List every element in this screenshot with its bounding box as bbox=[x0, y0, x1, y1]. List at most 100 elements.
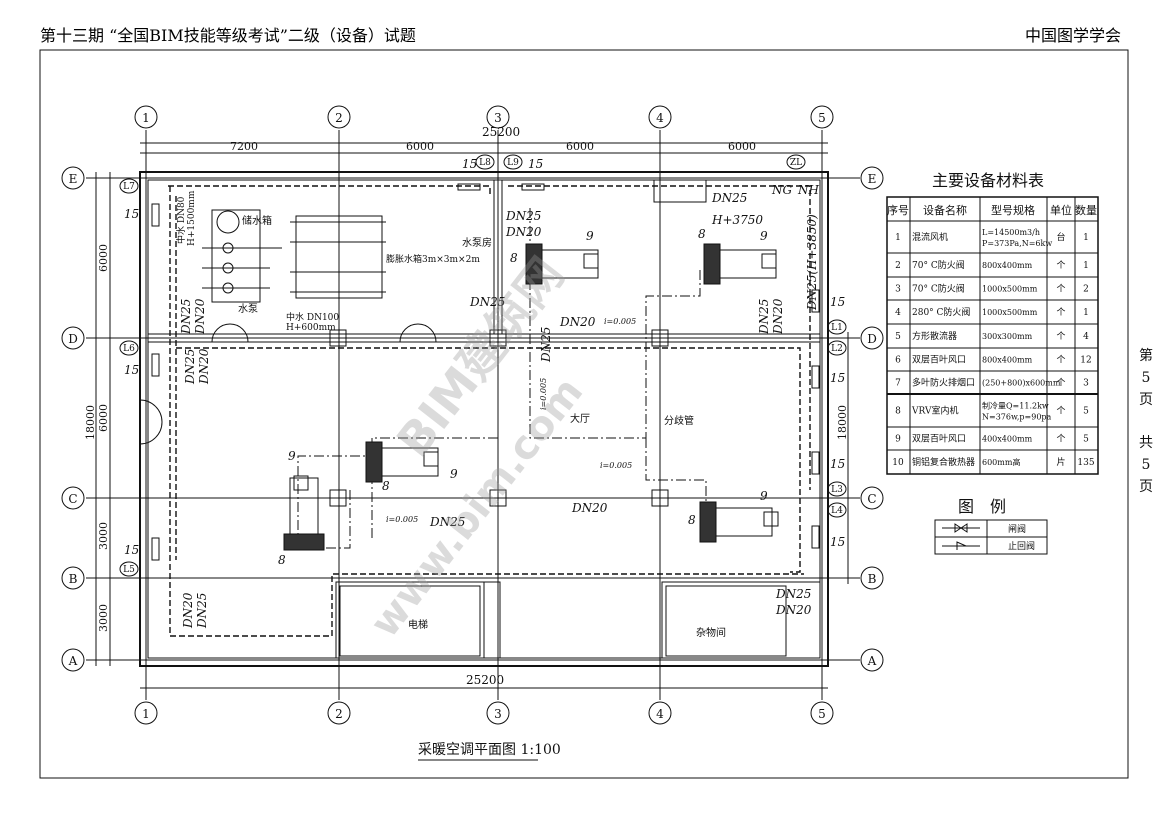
axis-label: 5 bbox=[818, 111, 826, 125]
riser-tag: L8 bbox=[479, 158, 491, 168]
page-char: 页 bbox=[1139, 479, 1153, 495]
page-char: 第 bbox=[1139, 348, 1153, 364]
table-cell: 6 bbox=[895, 356, 901, 366]
note: 中水 DN100 bbox=[286, 311, 339, 323]
riser-tag: L1 bbox=[831, 323, 843, 333]
table-cell: 4 bbox=[895, 308, 901, 318]
riser-tag: L3 bbox=[831, 485, 843, 495]
axis-bubbles bbox=[61, 105, 884, 725]
unit-tag: 8 bbox=[688, 513, 696, 527]
slope-label: i=0.005 bbox=[600, 461, 632, 470]
pump-room-equipment bbox=[202, 209, 386, 303]
table-cell: 600mm高 bbox=[982, 457, 1020, 467]
unit-tag: 9 bbox=[288, 449, 296, 463]
table-cell: 铜铝复合散热器 bbox=[912, 456, 975, 468]
walls bbox=[139, 171, 829, 667]
axis-label: 2 bbox=[335, 111, 343, 125]
axis-label: A bbox=[867, 654, 877, 668]
table-cell: L=14500m3/h bbox=[982, 228, 1040, 237]
dim-label: 15 bbox=[830, 371, 845, 385]
table-cell: 个 bbox=[1056, 406, 1065, 417]
pipe-label: DN25 bbox=[505, 209, 541, 223]
header-org: 中国图学学会 bbox=[1024, 26, 1121, 45]
table-cell: 1000x500mm bbox=[982, 308, 1038, 317]
room-label: 水泵房 bbox=[462, 236, 492, 249]
page-char: 页 bbox=[1139, 392, 1153, 408]
table-cell: 2 bbox=[895, 261, 901, 271]
table-cell: 个 bbox=[1056, 355, 1065, 366]
table-cell: 70° C防火阀 bbox=[912, 259, 965, 271]
table-cell: 单位 bbox=[1050, 203, 1072, 217]
pipe-label: DN25 bbox=[179, 299, 193, 335]
pipe-label: DN20 bbox=[775, 603, 812, 617]
dim-left-seg: 3000 bbox=[97, 522, 110, 550]
table-cell: 型号规格 bbox=[991, 203, 1035, 217]
equipment-label: 储水箱 bbox=[242, 214, 272, 227]
dim-label: 15 bbox=[830, 457, 845, 471]
unit-tag: 8 bbox=[278, 553, 286, 567]
axis-label: E bbox=[69, 172, 78, 186]
pipe-label: NH bbox=[797, 183, 820, 197]
equipment-label: 水泵 bbox=[238, 303, 258, 315]
axis-label: C bbox=[68, 492, 77, 506]
table-cell: 片 bbox=[1056, 456, 1065, 468]
pipe-label: DN20 bbox=[559, 315, 596, 329]
table-cell: 70° C防火阀 bbox=[912, 283, 965, 295]
page-char: 共 bbox=[1139, 435, 1153, 451]
axis-label: 5 bbox=[818, 707, 826, 721]
table-cell: 400x400mm bbox=[982, 435, 1033, 444]
axis-label: D bbox=[867, 332, 877, 346]
elevation: H+3750 bbox=[711, 213, 763, 227]
legend-gate-valve: 闸阀 bbox=[1008, 524, 1026, 535]
unit-tag: 9 bbox=[450, 467, 458, 481]
table-cell: 3 bbox=[1083, 379, 1089, 389]
unit-tag: 8 bbox=[382, 479, 390, 493]
table-cell: 5 bbox=[1083, 435, 1089, 445]
legend-table bbox=[934, 519, 1048, 555]
dimension-lines bbox=[95, 142, 849, 689]
table-cell: 双层百叶风口 bbox=[912, 434, 966, 445]
table-cell: 1 bbox=[1083, 261, 1089, 271]
table-cell: 制冷量Q=11.2kw bbox=[982, 401, 1049, 411]
vrv-units bbox=[283, 243, 779, 551]
table-cell: P=373Pa,N=6kw bbox=[982, 239, 1052, 248]
dim-left-seg: 6000 bbox=[97, 404, 110, 432]
table-cell: 数量 bbox=[1075, 204, 1097, 217]
room-label: 大厅 bbox=[570, 412, 590, 425]
pipe-label: DN20 bbox=[197, 348, 211, 385]
dim-bottom-total: 25200 bbox=[466, 673, 504, 687]
dim-left-seg: 3000 bbox=[97, 604, 110, 632]
table-cell: 280° C防火阀 bbox=[912, 306, 970, 318]
grid-lines bbox=[86, 130, 860, 700]
table-cell: 5 bbox=[895, 332, 901, 342]
radiators bbox=[151, 183, 820, 561]
slope-label: i=0.005 bbox=[386, 515, 418, 524]
pipe-label: NG bbox=[771, 183, 793, 197]
axis-label: 2 bbox=[335, 707, 343, 721]
unit-tag: 9 bbox=[760, 489, 768, 503]
room-label: 电梯 bbox=[408, 618, 428, 631]
page-char: 5 bbox=[1141, 457, 1151, 473]
table-cell: 设备名称 bbox=[923, 203, 967, 217]
riser-tag: L6 bbox=[123, 344, 135, 354]
dim-top-seg: 6000 bbox=[728, 140, 756, 153]
table-cell: 800x400mm bbox=[982, 356, 1033, 365]
riser-tag: L9 bbox=[507, 158, 519, 168]
dim-left-seg: 6000 bbox=[97, 244, 110, 272]
legend-title: 图 例 bbox=[958, 497, 1006, 516]
riser-tag: ZL bbox=[790, 158, 802, 168]
note: H+600mm bbox=[286, 323, 336, 333]
axis-label: 4 bbox=[656, 707, 664, 721]
table-cell: 双层百叶风口 bbox=[912, 355, 966, 366]
table-cell: 300x300mm bbox=[982, 332, 1033, 341]
table-cell: 7 bbox=[895, 379, 901, 389]
watermark: www.bim.com bbox=[362, 369, 593, 646]
table-cell: 个 bbox=[1056, 331, 1065, 342]
table-cell: 个 bbox=[1056, 378, 1065, 389]
pipe-label: DN20 bbox=[571, 501, 608, 515]
note: H+1500mm bbox=[187, 190, 197, 246]
table-cell: 1 bbox=[1083, 308, 1089, 318]
table-cell: VRV室内机 bbox=[911, 405, 958, 417]
table-cell: 台 bbox=[1056, 231, 1065, 243]
unit-tag: 8 bbox=[698, 227, 706, 241]
